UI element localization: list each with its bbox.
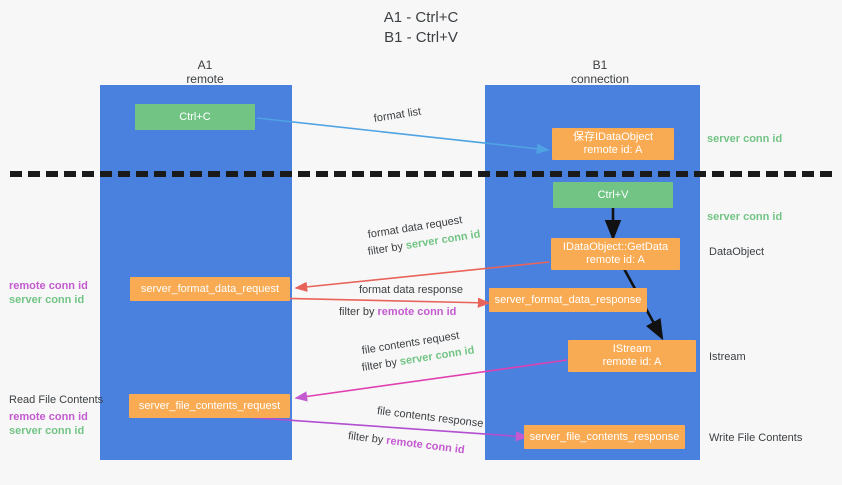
node-istream-line1: IStream — [612, 343, 652, 355]
node-server-file-contents-response-label: server_file_contents_response — [529, 430, 680, 443]
annotation-dataobject: DataObject — [709, 246, 765, 258]
column-a1-role: remote — [186, 72, 224, 86]
column-b1-role: connection — [570, 72, 630, 86]
node-istream-line2: remote id: A — [602, 356, 662, 368]
node-server-file-contents-request[interactable]: server_file_contents_request — [129, 394, 290, 418]
node-getdata-line2: remote id: A — [586, 254, 645, 266]
annotation-server-conn-id-4: server conn id — [9, 425, 85, 437]
arrow-file-contents-request — [294, 359, 568, 402]
file-contents-response-line1: file contents response — [376, 405, 485, 431]
format-data-response-line2: filter by remote conn id — [339, 305, 463, 320]
annotation-server-conn-id-1: server conn id — [707, 133, 783, 145]
node-server-file-contents-response[interactable]: server_file_contents_response — [524, 425, 685, 449]
node-server-format-data-request[interactable]: server_format_data_request — [130, 277, 290, 301]
column-a1-name: A1 — [197, 58, 213, 72]
title-line-2: B1 - Ctrl+V — [384, 29, 458, 46]
file-contents-response-prefix: filter by — [347, 430, 388, 447]
annotation-group-conn-ids-2: remote conn id server conn id — [9, 410, 88, 438]
node-ctrl-v-label: Ctrl+V — [597, 188, 629, 201]
node-save-idataobject-line1: 保存IDataObject — [572, 131, 654, 143]
diagram-title: A1 - Ctrl+C B1 - Ctrl+V — [0, 8, 842, 48]
annotation-read-file-contents: Read File Contents — [9, 394, 104, 406]
annotation-write-file-contents: Write File Contents — [709, 432, 803, 444]
annotation-server-conn-id-2: server conn id — [707, 211, 783, 223]
node-ctrl-c-label: Ctrl+C — [179, 110, 211, 123]
node-ctrl-v[interactable]: Ctrl+V — [553, 182, 673, 208]
title-line-1: A1 - Ctrl+C — [383, 9, 459, 26]
format-data-response-prefix: filter by — [339, 306, 378, 318]
edge-label-format-data-response: format data response filter by remote co… — [339, 283, 463, 320]
node-server-format-data-response-label: server_format_data_response — [494, 293, 642, 306]
column-header-a1: A1 remote — [130, 58, 280, 86]
format-data-request-prefix: filter by — [366, 240, 407, 258]
arrow-format-data-request — [294, 261, 550, 292]
node-getdata[interactable]: IDataObject::GetData remote id: A — [551, 238, 680, 270]
node-server-format-data-request-label: server_format_data_request — [140, 282, 280, 295]
annotation-group-conn-ids-1: remote conn id server conn id — [9, 279, 88, 307]
edge-label-file-contents-request: file contents request filter by server c… — [360, 330, 476, 374]
node-save-idataobject-line2: remote id: A — [583, 144, 643, 156]
annotation-istream: Istream — [709, 351, 746, 363]
format-data-response-token: remote conn id — [377, 306, 457, 318]
annotation-remote-conn-id-1: remote conn id — [9, 280, 88, 292]
node-server-format-data-response[interactable]: server_format_data_response — [489, 288, 647, 312]
phase-divider — [10, 171, 832, 177]
node-server-file-contents-request-label: server_file_contents_request — [138, 399, 281, 412]
format-data-response-line1: format data response — [359, 284, 463, 296]
node-getdata-line1: IDataObject::GetData — [562, 241, 669, 253]
node-save-idataobject[interactable]: 保存IDataObject remote id: A — [552, 128, 674, 160]
edge-label-format-data-request: format data request filter by server con… — [366, 214, 482, 258]
column-header-b1: B1 connection — [525, 58, 675, 86]
edge-label-file-contents-response: file contents response filter by remote … — [347, 404, 494, 456]
annotation-remote-conn-id-2: remote conn id — [9, 411, 88, 423]
node-istream[interactable]: IStream remote id: A — [568, 340, 696, 372]
file-contents-request-prefix: filter by — [360, 356, 401, 374]
annotation-server-conn-id-3: server conn id — [9, 294, 85, 306]
arrow-format-list — [256, 117, 550, 154]
column-b1-name: B1 — [592, 58, 608, 72]
node-ctrl-c[interactable]: Ctrl+C — [135, 104, 255, 130]
